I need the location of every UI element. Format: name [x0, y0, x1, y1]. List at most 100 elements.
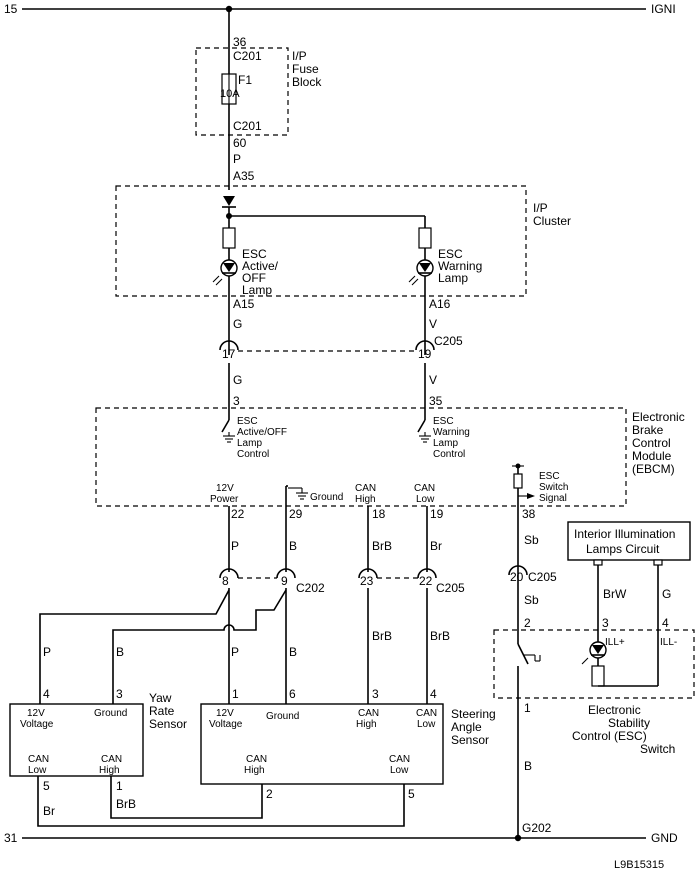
steer-wire-can-low: BrB: [430, 629, 450, 643]
cluster-name-2: Cluster: [533, 214, 571, 228]
lamp1-label-4: Lamp: [242, 283, 272, 297]
esc-switch-contact-icon: [517, 620, 541, 838]
yaw-voltage-1: 12V: [27, 708, 45, 719]
illumination-label-left: ILL+: [605, 637, 625, 648]
ebcm-name-5: (EBCM): [632, 462, 675, 476]
c202-label: C202: [296, 581, 325, 595]
lamp2-label-2: Warning: [438, 259, 482, 273]
ebcm-pin-power: 22: [231, 507, 245, 521]
ip-cluster: A35 I/P Cluster ESC Active/ OF: [115, 169, 571, 355]
ebcm-pin-can-low: 19: [430, 507, 444, 521]
esc-switch-pin-bottom: 1: [524, 701, 531, 715]
yaw-rate-sensor: 4 3 12V Voltage Ground CAN Low CAN High …: [9, 687, 405, 827]
lamp2-resistor-icon: [418, 227, 432, 249]
c205-lower-connector: 23 22 C205 20 C205 Sb: [358, 565, 557, 607]
steer-pin-can-high-bottom: 2: [266, 787, 273, 801]
steer-name-1: Steering: [451, 707, 496, 721]
steer-can-low-bot-1: CAN: [389, 754, 410, 765]
c205-upper-connector: 17 19 C205 G V: [219, 334, 463, 420]
lamp1-pin: A15: [233, 297, 255, 311]
steering-angle-sensor: 1 6 3 4 12V Voltage Ground CAN High CAN …: [200, 687, 496, 801]
yaw-pin-can-high: 1: [116, 779, 123, 793]
lamp1-wire: G: [233, 317, 242, 331]
ebcm-power-label-2: Power: [210, 494, 239, 505]
steer-wire-can-high: BrB: [372, 629, 392, 643]
yaw-ground-label: Ground: [94, 708, 127, 719]
lamp2-label-1: ESC: [438, 247, 463, 261]
yaw-wire-ground: B: [116, 645, 124, 659]
ebcm-can-high-1: CAN: [355, 483, 376, 494]
yaw-wire-can-high: BrB: [116, 797, 136, 811]
steer-can-high-top-1: CAN: [358, 708, 379, 719]
yaw-can-high-1: CAN: [101, 754, 122, 765]
steer-name-3: Sensor: [451, 733, 489, 747]
fuse-id: F1: [238, 73, 252, 87]
yaw-pin-voltage: 4: [43, 687, 50, 701]
yaw-name-1: Yaw: [149, 691, 172, 705]
yaw-wire-voltage: P: [43, 645, 51, 659]
steer-can-high-top-2: High: [356, 719, 377, 730]
ebcm-pin-warning-lamp: 35: [429, 394, 443, 408]
steer-ground-label: Ground: [266, 711, 299, 722]
c205-upper-pin-a: 17: [222, 347, 236, 361]
illumination-lamp-icon: [581, 641, 607, 665]
ebcm-name-3: Control: [632, 436, 671, 450]
yaw-can-high-2: High: [99, 765, 120, 776]
rail-bottom-left-label: 31: [4, 831, 18, 845]
wire-can-low-label: Br: [430, 539, 442, 553]
yaw-can-low-2: Low: [28, 765, 47, 776]
esc-active-lamp-icon: [212, 259, 238, 286]
steer-can-low-bot-2: Low: [390, 765, 409, 776]
ebcm-name-4: Module: [632, 449, 672, 463]
diagram-code: L9B15315: [614, 859, 664, 871]
active-lamp-ctrl-3: Lamp: [237, 438, 262, 449]
illumination-pin-left: 3: [602, 616, 609, 630]
cluster-input-pin: A35: [233, 169, 255, 183]
ground-point-label: G202: [522, 821, 552, 835]
esc-switch-name-1: Electronic: [588, 703, 641, 717]
steer-can-high-bot-2: High: [244, 765, 265, 776]
yaw-pin-can-low: 5: [43, 779, 50, 793]
yaw-name-2: Rate: [149, 704, 175, 718]
bottom-rail: 31 GND G202: [4, 821, 678, 845]
wire-power-label: P: [231, 539, 239, 553]
lamp2-wire: V: [429, 317, 437, 331]
ebcm-switch-label-2: Switch: [539, 482, 568, 493]
illumination-wire-right: G: [662, 587, 671, 601]
illumination-name-1: Interior Illumination: [574, 527, 675, 541]
yaw-can-low-1: CAN: [28, 754, 49, 765]
illumination-wire-left: BrW: [603, 587, 627, 601]
c205-lower-pin-can-low: 22: [419, 574, 433, 588]
ebcm-power-label-1: 12V: [216, 483, 234, 494]
active-lamp-ctrl-4: Control: [237, 449, 269, 460]
illumination-label-right: ILL-: [660, 637, 677, 648]
c202-connector: 8 9 C202: [219, 568, 325, 595]
steer-voltage-2: Voltage: [209, 719, 243, 730]
c205-lower-label: C205: [436, 581, 465, 595]
ebcm-switch-label-1: ESC: [539, 471, 560, 482]
diode-icon: [223, 196, 235, 206]
steer-pin-can-high-top: 3: [372, 687, 379, 701]
active-lamp-switch-icon: [221, 419, 235, 443]
warning-lamp-ctrl-3: Lamp: [433, 438, 458, 449]
interior-illumination: Interior Illumination Lamps Circuit BrW …: [567, 521, 691, 686]
esc-switch: 2 3 4 ILL+ ILL- 1 B Electronic Stability…: [493, 616, 695, 838]
steer-voltage-1: 12V: [216, 708, 234, 719]
c205-switch-label: C205: [528, 570, 557, 584]
c202-pin-ground: 9: [281, 574, 288, 588]
fuse-bottom-connector: C201: [233, 119, 262, 133]
illumination-pin-right: 4: [662, 616, 669, 630]
yaw-name-3: Sensor: [149, 717, 187, 731]
wire-can-high-label: BrB: [372, 539, 392, 553]
fuse-block-name-1: I/P: [292, 49, 307, 63]
rail-top-left-label: 15: [4, 2, 18, 16]
ebcm-name-2: Brake: [632, 423, 664, 437]
c202-pin-power: 8: [222, 574, 229, 588]
steer-wire-ground: B: [289, 645, 297, 659]
lamp1-label-3: OFF: [242, 271, 266, 285]
fuse-rating: 10A: [220, 88, 240, 100]
steer-wire-voltage: P: [231, 645, 239, 659]
ebcm-output-wires: P B BrB Br Sb: [228, 485, 539, 572]
steer-pin-ground: 6: [289, 687, 296, 701]
illumination-resistor-icon: [591, 665, 605, 687]
